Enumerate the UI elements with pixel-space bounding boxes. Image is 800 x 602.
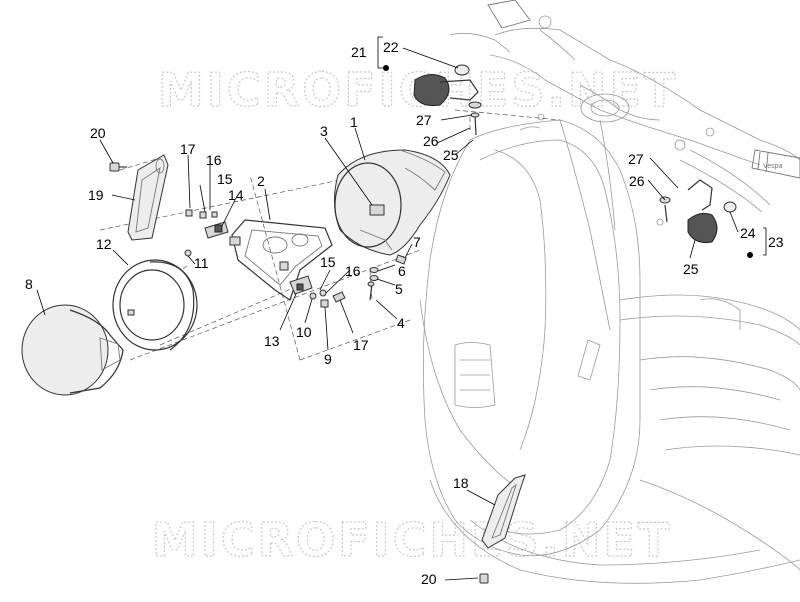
grip-brand-text: Vespa bbox=[763, 163, 783, 170]
turn-indicator-left-assembly bbox=[413, 64, 482, 136]
callout-11: 11 bbox=[194, 255, 209, 271]
callout-17-lower: 17 bbox=[353, 337, 369, 353]
callout-15-upper: 15 bbox=[217, 171, 233, 187]
right-grip: Vespa bbox=[751, 149, 800, 179]
callout-27-left: 27 bbox=[416, 112, 432, 128]
callout-22: 22 bbox=[383, 39, 399, 55]
callout-8: 8 bbox=[25, 276, 33, 292]
callout-19: 19 bbox=[88, 187, 104, 203]
reflector-lower-part-18 bbox=[481, 474, 526, 549]
bullet-23 bbox=[747, 252, 753, 258]
callout-9: 9 bbox=[324, 351, 332, 367]
callout-4: 4 bbox=[397, 315, 405, 331]
bullet-21 bbox=[383, 65, 389, 71]
callout-17-upper: 17 bbox=[180, 141, 196, 157]
callout-16-upper: 16 bbox=[206, 152, 222, 168]
callout-1: 1 bbox=[350, 114, 358, 130]
housing-hardware bbox=[367, 254, 407, 301]
callout-25-left: 25 bbox=[443, 147, 459, 163]
headlight-housing-part-1 bbox=[334, 149, 451, 256]
callout-20-bottom: 20 bbox=[421, 571, 437, 587]
left-grip bbox=[487, 0, 531, 29]
callout-27-right: 27 bbox=[628, 151, 644, 167]
turn-indicator-right-assembly bbox=[659, 179, 737, 243]
callout-26-left: 26 bbox=[423, 133, 439, 149]
callout-18: 18 bbox=[453, 475, 469, 491]
callout-26-right: 26 bbox=[629, 173, 645, 189]
callout-14: 14 bbox=[228, 187, 244, 203]
callout-5: 5 bbox=[395, 281, 403, 297]
reflector-upper-part-19 bbox=[127, 154, 169, 241]
headlight-rim-part-12 bbox=[112, 259, 198, 351]
callout-13: 13 bbox=[264, 333, 280, 349]
callout-6: 6 bbox=[398, 263, 406, 279]
callout-24: 24 bbox=[740, 225, 756, 241]
callout-15-lower: 15 bbox=[320, 254, 336, 270]
callout-10: 10 bbox=[296, 324, 312, 340]
callout-21: 21 bbox=[351, 44, 367, 60]
bracket-hardware-lower bbox=[289, 275, 346, 308]
leader-lines bbox=[36, 36, 767, 581]
headlight-bracket-part-2 bbox=[229, 219, 333, 301]
headlight-lens-part-8 bbox=[21, 304, 124, 396]
scooter-body: Vespa bbox=[419, 0, 800, 584]
screw-part-20-top bbox=[109, 162, 127, 172]
screw-part-20-bottom bbox=[479, 573, 489, 584]
callout-16-lower: 16 bbox=[345, 263, 361, 279]
callout-7: 7 bbox=[413, 234, 421, 250]
bracket-hardware-left bbox=[184, 209, 229, 257]
callout-3: 3 bbox=[320, 123, 328, 139]
callout-20-top: 20 bbox=[90, 125, 106, 141]
callout-labels: 1 2 3 4 5 6 7 8 9 10 11 12 13 14 15 15 1… bbox=[25, 39, 784, 587]
callout-25-right: 25 bbox=[683, 261, 699, 277]
assembly-guides bbox=[99, 109, 561, 361]
callout-2: 2 bbox=[257, 173, 265, 189]
callout-23: 23 bbox=[768, 234, 784, 250]
watermark-bottom: MICROFICHES.NET bbox=[152, 513, 672, 567]
callout-12: 12 bbox=[96, 236, 112, 252]
